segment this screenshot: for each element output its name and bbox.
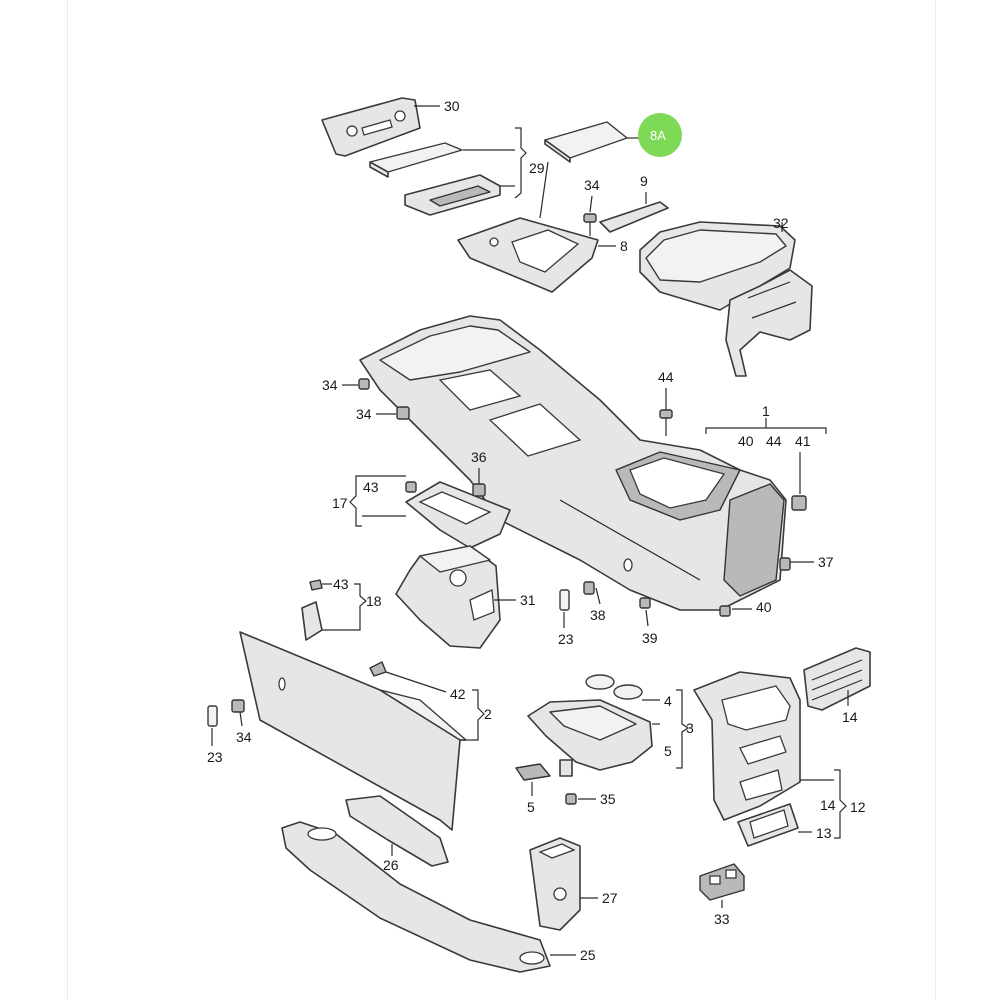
part-9-clip [599,201,669,233]
part-1-center-console [359,315,787,611]
label-43-a: 43 [363,479,379,495]
label-32: 32 [773,215,789,231]
label-17: 17 [332,495,348,511]
label-34-left-a: 34 [322,377,338,393]
label-27: 27 [602,890,618,906]
part-34-screw-top [583,213,597,236]
label-8a: 8A [650,128,666,143]
label-36: 36 [471,449,487,465]
part-26-air-duct [345,795,449,867]
label-34-lower: 34 [236,729,252,745]
part-8a-cover [544,121,628,163]
part-2-side-panel [239,631,467,831]
label-12: 12 [850,799,866,815]
label-13: 13 [816,825,832,841]
label-14-b: 14 [820,797,836,813]
part-31-shifter-housing [395,545,501,649]
part-36-screw [472,483,486,497]
part-23-clip-b [207,705,218,727]
label-44-top: 44 [766,433,782,449]
label-40-bottom: 40 [756,599,772,615]
label-8: 8 [620,238,628,254]
label-42: 42 [450,686,466,702]
label-26: 26 [383,857,399,873]
part-14-air-vent [803,647,871,711]
part-30-trim-plate [321,97,421,157]
label-34-left-b: 34 [356,406,372,422]
part-41-clip [791,495,807,511]
part-29-tray [369,142,501,216]
part-37-screw [779,557,791,571]
label-25: 25 [580,947,596,963]
part-3-cupholder [527,699,653,777]
label-5-a: 5 [664,743,672,759]
label-5-b: 5 [527,799,535,815]
label-41: 41 [795,433,811,449]
part-39-clip [639,597,651,609]
label-23-a: 23 [558,631,574,647]
part-34-screw-left-b [396,406,410,420]
part-5-insert [515,763,551,781]
label-40-top: 40 [738,433,754,449]
label-4: 4 [664,693,672,709]
part-35-screw [565,793,577,805]
part-34-screw-lower [231,699,245,713]
part-8-shift-bezel [457,217,599,293]
part-17-bracket [405,481,511,549]
label-38: 38 [590,607,606,623]
part-38-screw [583,581,595,595]
label-30: 30 [444,98,460,114]
label-37: 37 [818,554,834,570]
label-43-b: 43 [333,576,349,592]
label-3: 3 [686,720,694,736]
label-44: 44 [658,369,674,385]
part-32-armrest [639,221,813,377]
label-1: 1 [762,403,770,419]
label-35: 35 [600,791,616,807]
part-23-clip-a [559,589,570,611]
label-14-a: 14 [842,709,858,725]
label-9: 9 [640,173,648,189]
label-23-b: 23 [207,749,223,765]
label-39: 39 [642,630,658,646]
label-18: 18 [366,593,382,609]
part-34-screw-left-a [358,378,370,390]
label-31: 31 [520,592,536,608]
label-33: 33 [714,911,730,927]
label-2: 2 [484,706,492,722]
label-34-top: 34 [584,177,600,193]
part-18-bracket [301,579,323,641]
part-4-cup-rings [585,674,643,700]
highlight-marker [638,113,682,157]
part-25-lower-duct [281,821,551,973]
part-44-screw [659,409,673,419]
label-29: 29 [529,160,545,176]
part-12-trim-panel [693,671,801,821]
part-40-clip [719,605,731,617]
part-33-switch [699,863,745,901]
part-13-frame [737,803,799,847]
part-27-vent-housing [529,837,581,931]
